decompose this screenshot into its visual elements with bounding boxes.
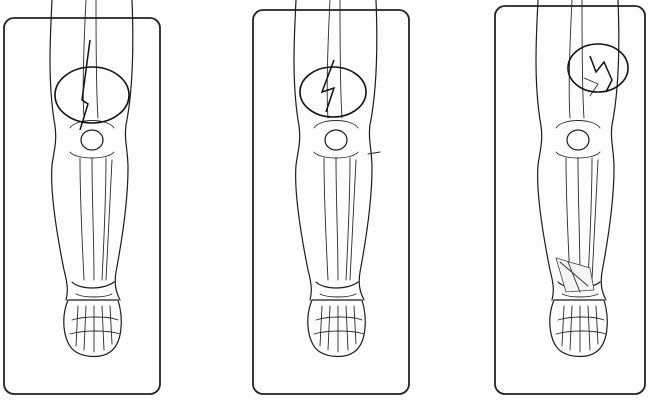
panel-3 [495,0,645,394]
panel-1 [4,0,160,394]
panel-1-frame [4,18,160,394]
panel-3-frame [495,6,645,394]
panel-2 [253,0,409,394]
